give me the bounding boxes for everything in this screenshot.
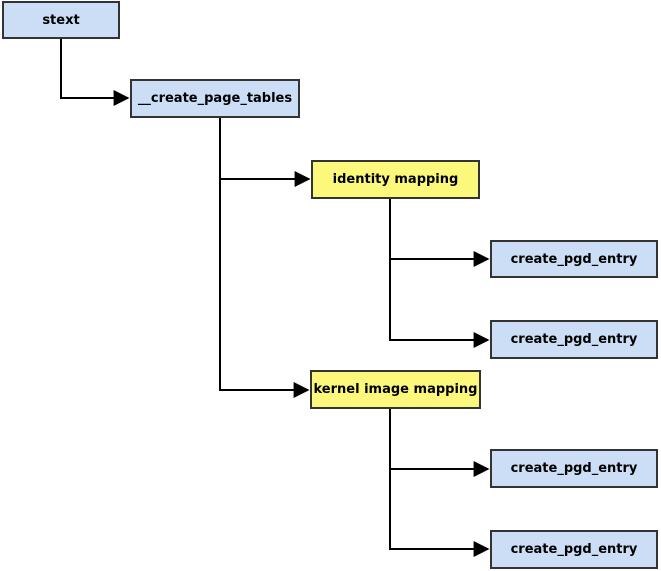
node-kernel-image-mapping: kernel image mapping [310,370,481,409]
node-create-pgd-entry-4: create_pgd_entry [490,530,658,569]
node-create-pgd-entry-4-label: create_pgd_entry [510,542,638,557]
edge-stext-to-create-page-tables [60,39,130,106]
node-create-page-tables: __create_page_tables [130,79,300,118]
edge-kernel-image-mapping-to-pgd-entry-4 [389,409,490,557]
node-create-pgd-entry-2: create_pgd_entry [490,320,658,359]
edge-create-page-tables-to-kernel-image-mapping [219,118,310,398]
edge-kernel-image-mapping-to-pgd-entry-3 [389,409,490,477]
edge-identity-mapping-to-pgd-entry-2 [389,199,490,348]
node-create-pgd-entry-1: create_pgd_entry [490,240,658,278]
node-stext-label: stext [42,12,80,28]
node-create-pgd-entry-3: create_pgd_entry [490,449,658,488]
node-identity-mapping-label: identity mapping [332,172,459,187]
node-stext: stext [2,1,120,39]
node-create-pgd-entry-2-label: create_pgd_entry [510,332,638,347]
node-identity-mapping: identity mapping [311,160,480,199]
edge-identity-mapping-to-pgd-entry-1 [389,199,490,267]
node-create-pgd-entry-3-label: create_pgd_entry [510,461,638,476]
edge-create-page-tables-to-identity-mapping [219,118,311,187]
node-create-pgd-entry-1-label: create_pgd_entry [510,251,638,267]
node-create-page-tables-label: __create_page_tables [137,91,293,106]
node-kernel-image-mapping-label: kernel image mapping [313,382,478,397]
